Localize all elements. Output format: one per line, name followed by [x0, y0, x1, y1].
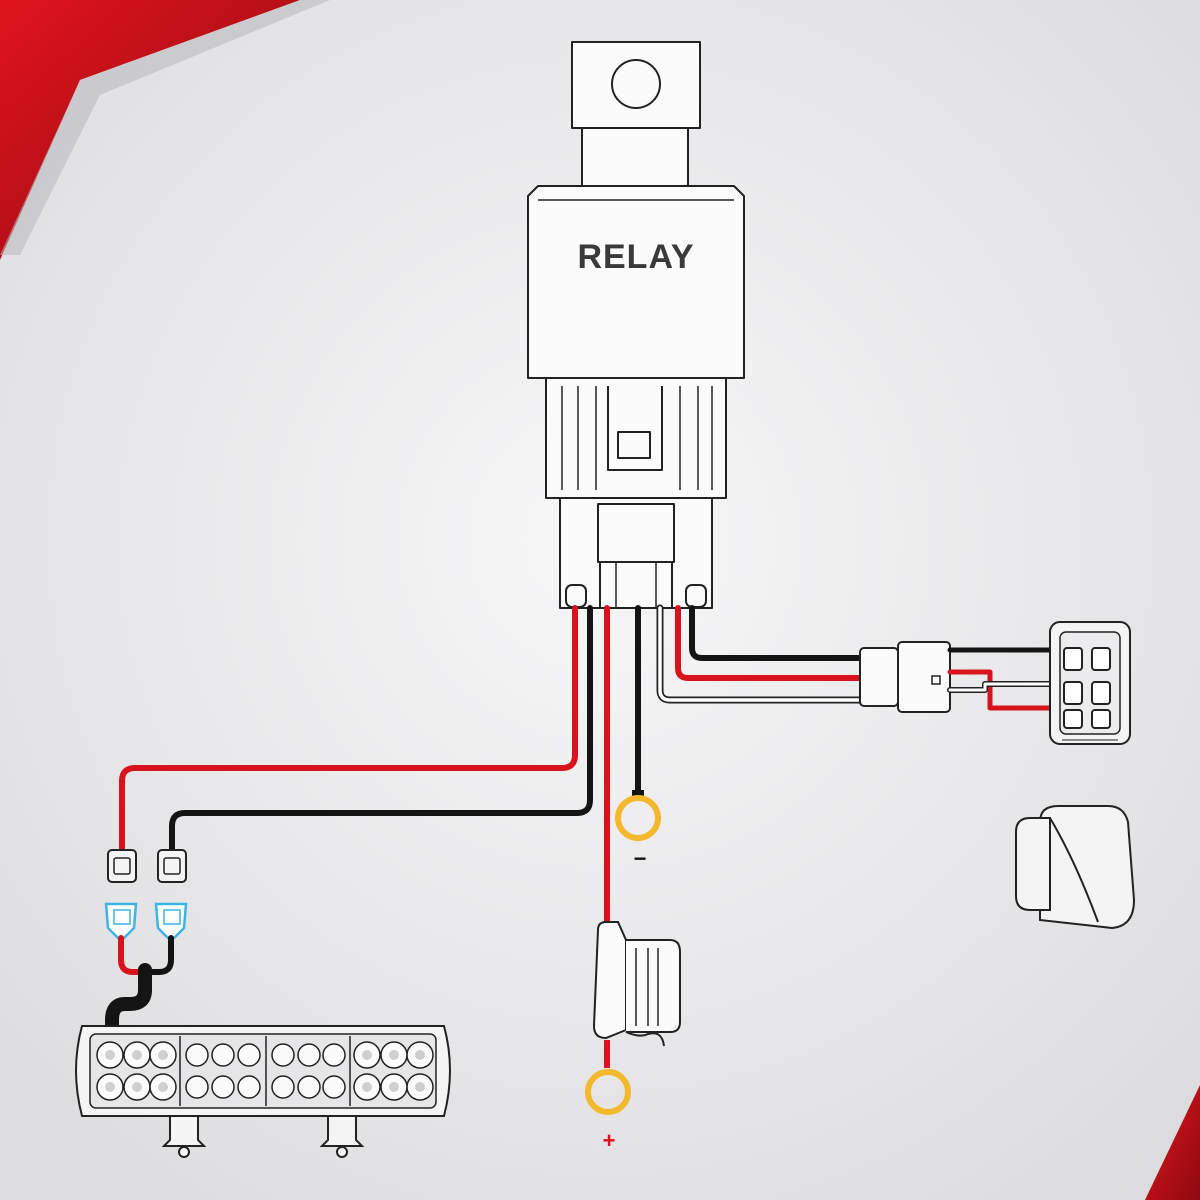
battery-positive-label: +	[603, 1128, 616, 1153]
ground-ring-terminal-icon	[615, 790, 661, 841]
led-light-bar-icon	[75, 1025, 451, 1158]
positive-ring-terminal-icon	[585, 1069, 631, 1115]
wire-red-to-light-bar	[119, 605, 578, 853]
wire-black-to-light-bar	[169, 605, 593, 853]
light-bar-female-connectors	[107, 849, 187, 883]
relay-label: RELAY	[577, 238, 694, 276]
switch-harness-connector	[859, 641, 951, 713]
corner-accent-top-left	[0, 0, 330, 260]
wire-black-to-switch	[689, 605, 863, 661]
led-inner-dots	[105, 1050, 425, 1092]
led-row-top	[96, 1041, 434, 1069]
battery-negative-label: −	[634, 846, 647, 871]
corner-accent-bottom-right	[1145, 1085, 1200, 1200]
wires	[119, 604, 864, 933]
light-bar-mount-brackets	[161, 1115, 365, 1158]
rocker-switch-icon	[1049, 621, 1131, 745]
wire-red-to-switch	[675, 605, 863, 681]
rocker-switch-front-icon	[1015, 805, 1136, 930]
fuse-holder-icon	[592, 921, 681, 1047]
relay-icon	[527, 41, 745, 609]
light-bar-pigtail	[105, 935, 174, 1033]
